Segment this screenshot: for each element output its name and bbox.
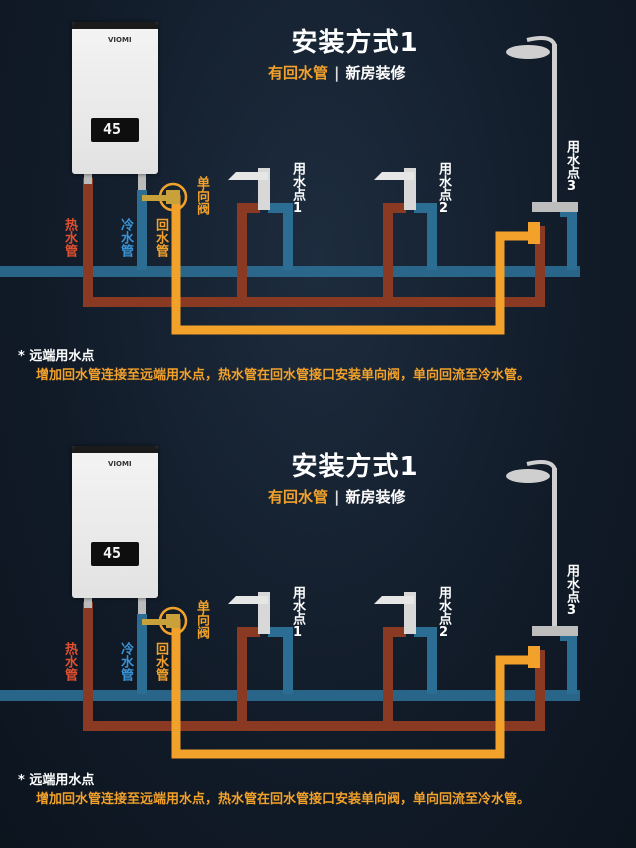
cold-riser-heater [137, 614, 147, 694]
cold-branch-2 [414, 203, 437, 270]
note-body: 增加回水管连接至远端用水点，热水管在回水管接口安装单向阀，单向回流至冷水管。 [36, 792, 531, 807]
return-tee [528, 222, 540, 244]
hot-branch-2 [383, 203, 406, 302]
heater-temperature: 45 [103, 544, 122, 562]
heater-top-bar [72, 446, 158, 453]
pipe-diagram [0, 460, 580, 759]
subtitle-highlight: 有回水管 [268, 64, 329, 82]
label-check-valve: 单向阀 [194, 176, 209, 215]
heater-top-bar [72, 22, 158, 29]
faucet-2-icon [374, 168, 416, 210]
label-point-1: 用水点1 [290, 586, 305, 640]
return-water-pipe [171, 195, 536, 335]
note-body: 增加回水管连接至远端用水点，热水管在回水管接口安装单向阀，单向回流至冷水管。 [36, 368, 531, 383]
cold-branch-1 [268, 203, 293, 270]
heater-outlet-cold [138, 172, 146, 190]
water-heater: VIOMI 45 [72, 446, 158, 598]
installation-panel-1: VIOMI 45 安装方式1 有回水管 | 新房装修 热水管 冷水管 回水管 单向阀… [0, 22, 580, 383]
hot-branch-1 [237, 203, 260, 302]
hot-water-pipe [83, 178, 545, 307]
shower-icon [506, 36, 578, 212]
cold-main-pipe [0, 690, 580, 701]
cold-branch-3 [560, 207, 577, 270]
label-check-valve: 单向阀 [194, 600, 209, 639]
water-heater: VIOMI 45 [72, 22, 158, 174]
return-water-pipe [171, 619, 536, 759]
check-valve-body [166, 614, 180, 628]
heater-logo: VIOMI [108, 460, 132, 468]
panel-title: 安装方式1 [291, 452, 419, 482]
valve-link [142, 195, 168, 201]
label-point-2: 用水点2 [436, 162, 451, 216]
panel-title: 安装方式1 [291, 28, 419, 58]
label-hot-pipe: 热水管 [62, 642, 77, 681]
label-point-1: 用水点1 [290, 162, 305, 216]
cold-main-pipe [0, 266, 580, 277]
label-cold-pipe: 冷水管 [118, 642, 133, 681]
subtitle-separator: | [334, 64, 340, 82]
heater-outlet-cold [138, 596, 146, 614]
subtitle-rest: 新房装修 [345, 64, 406, 82]
installation-panel-2: VIOMI 45 安装方式1 有回水管 | 新房装修 热水管 冷水管 回水管 单向阀… [0, 424, 636, 848]
label-point-3: 用水点3 [564, 564, 579, 618]
cold-riser-heater [137, 190, 147, 270]
faucet-2-icon [374, 592, 416, 634]
heater-outlet-hot [84, 172, 92, 184]
cold-branch-3 [560, 631, 577, 694]
heater-logo: VIOMI [108, 36, 132, 44]
cold-branch-1 [268, 627, 293, 694]
heater-outlet-hot [84, 596, 92, 608]
faucet-1-icon [228, 592, 270, 634]
subtitle-rest: 新房装修 [345, 488, 406, 506]
label-point-3: 用水点3 [564, 140, 579, 194]
pipe-diagram [0, 36, 580, 335]
subtitle-separator: | [334, 488, 340, 506]
heater-display: 45 [91, 118, 139, 142]
label-return-pipe: 回水管 [153, 642, 168, 681]
panel-subtitle: 有回水管 | 新房装修 [268, 62, 448, 83]
hot-branch-1 [237, 627, 260, 726]
return-tee [528, 646, 540, 668]
hot-branch-2 [383, 627, 406, 726]
faucet-1-icon [228, 168, 270, 210]
label-hot-pipe: 热水管 [62, 218, 77, 257]
label-point-2: 用水点2 [436, 586, 451, 640]
cold-branch-2 [414, 627, 437, 694]
label-return-pipe: 回水管 [153, 218, 168, 257]
note-title: * 远端用水点 [18, 773, 95, 788]
shower-icon [506, 460, 578, 636]
check-valve-body [166, 190, 180, 204]
label-cold-pipe: 冷水管 [118, 218, 133, 257]
valve-link [142, 619, 168, 625]
hot-water-pipe [83, 602, 545, 731]
heater-display: 45 [91, 542, 139, 566]
heater-temperature: 45 [103, 120, 122, 138]
note-title: * 远端用水点 [18, 349, 95, 364]
panel-subtitle: 有回水管 | 新房装修 [268, 486, 448, 507]
subtitle-highlight: 有回水管 [268, 488, 329, 506]
